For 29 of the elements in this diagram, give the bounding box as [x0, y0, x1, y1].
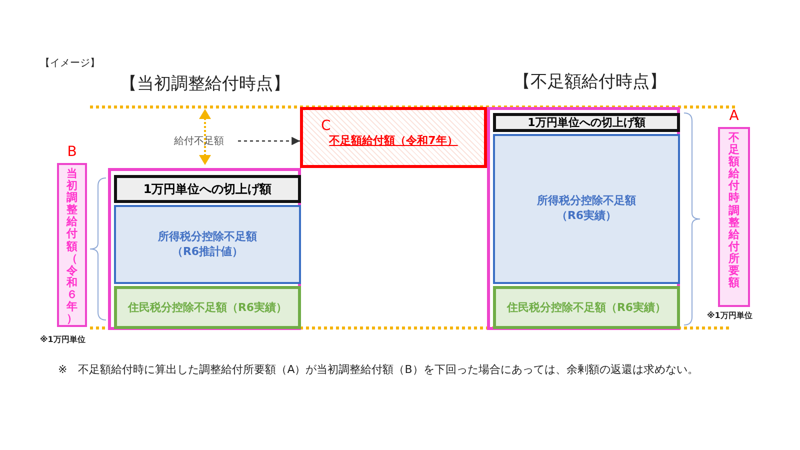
- footnote: ※ 不足額給付時に算出した調整給付所要額（A）が当初調整給付額（B）を下回った場合にあっては、余剰額の返還は求めない。: [58, 362, 698, 377]
- unit-note: ※1万円単位: [707, 310, 752, 321]
- box-text: 所得税分控除不足額（R6実績）: [536, 194, 637, 224]
- outline-box: [108, 168, 301, 330]
- unit-note: ※1万円単位: [40, 334, 86, 345]
- income-tax-box: [493, 134, 680, 284]
- letter-marker: A: [729, 107, 739, 125]
- box-text: 1万円単位への切上げ額: [143, 183, 272, 195]
- box-text: 不足額給付額（令和7年）: [329, 133, 458, 148]
- arrow: [238, 136, 300, 146]
- box-text: 住民税分控除不足額（R6実績）: [128, 300, 288, 315]
- income-tax-box: [114, 205, 301, 284]
- note-text: 【イメージ】: [40, 56, 100, 70]
- box-text: 所得税分控除不足額（R6推計値）: [157, 230, 258, 260]
- arrow-label-text: 給付不足額: [174, 134, 224, 148]
- vertical-label-box: 当初調整給付額（令和６年）: [57, 163, 87, 328]
- box-text: 住民税分控除不足額（R6実績）: [506, 300, 666, 315]
- resident-tax-box: [114, 286, 301, 329]
- section-heading: 【当初調整給付時点】: [120, 73, 290, 95]
- rounding-box: [114, 175, 301, 203]
- shortfall-box: [300, 107, 487, 168]
- letter-marker: C: [321, 118, 331, 134]
- vertical-label-box: 不足額給付時調整給付所要額: [718, 127, 750, 307]
- letter-marker: B: [67, 143, 77, 161]
- outline-box: [487, 107, 680, 330]
- rounding-box: [493, 113, 680, 132]
- resident-tax-box: [493, 286, 680, 329]
- section-heading: 【不足額給付時点】: [514, 71, 666, 93]
- box-text: 1万円単位への切上げ額: [528, 117, 646, 128]
